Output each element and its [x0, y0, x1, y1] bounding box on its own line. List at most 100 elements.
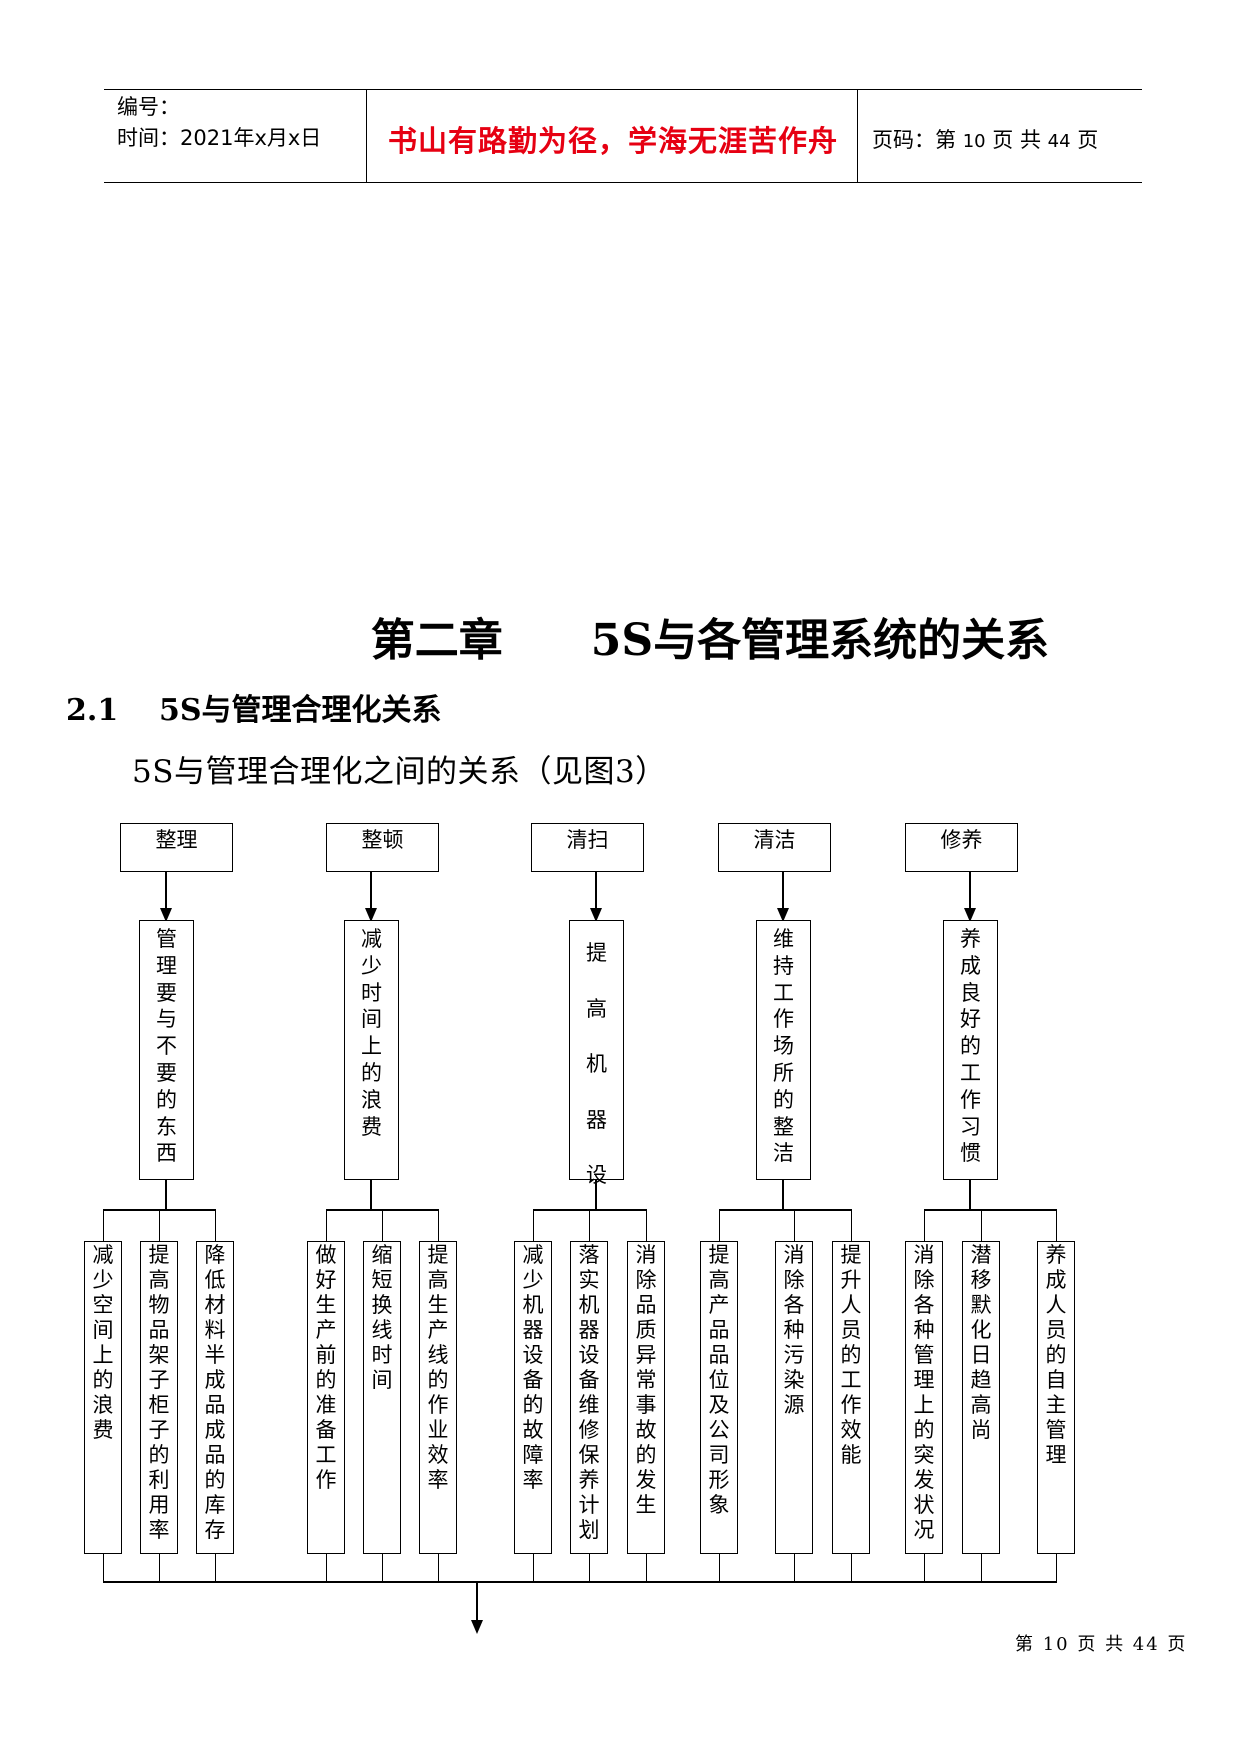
bottom-box-13-char: 突: [913, 1443, 935, 1467]
bottom-box-9-char: 生: [635, 1493, 657, 1517]
arrow-shaft-2: [370, 872, 372, 909]
branch-bus-3: [533, 1209, 647, 1211]
bottom-box-15-char: 员: [1045, 1318, 1067, 1342]
arrow-head-2: [365, 908, 377, 922]
middle-box-5-char: 良: [960, 980, 981, 1005]
middle-box-1-char: 东: [156, 1114, 177, 1139]
bottom-box-5-char: 缩: [371, 1243, 393, 1267]
middle-box-2: 减少时间上的浪费: [344, 920, 399, 1180]
bottom-box-3-char: 低: [204, 1268, 226, 1292]
middle-box-1-char: 理: [156, 953, 177, 978]
mid-connector-1: [165, 1180, 167, 1210]
arrow-shaft-4: [782, 872, 784, 909]
bottom-box-4-char: 生: [315, 1293, 337, 1317]
bottom-box-15-char: 人: [1045, 1293, 1067, 1317]
middle-box-5: 养成良好的工作习惯: [943, 920, 998, 1180]
bottom-box-13: 消除各种管理上的突发状况: [905, 1241, 943, 1554]
bottom-box-7-char: 率: [522, 1468, 544, 1492]
bottom-box-12-char: 升: [840, 1268, 862, 1292]
bottom-box-2-char: 品: [148, 1318, 170, 1342]
bottom-box-8-char: 计: [578, 1493, 600, 1517]
middle-box-5-char: 习: [960, 1114, 981, 1139]
middle-box-5-char: 工: [960, 1060, 981, 1085]
bottom-box-15-char: 主: [1045, 1393, 1067, 1417]
bottom-bus: [103, 1581, 1057, 1583]
bottom-box-4-char: 工: [315, 1443, 337, 1467]
bottom-box-3-char: 成: [204, 1368, 226, 1392]
branch-drop-5-3: [1055, 1209, 1057, 1242]
middle-box-2-char: 少: [361, 953, 382, 978]
bottom-box-3-char: 料: [204, 1318, 226, 1342]
bottom-box-4-char: 做: [315, 1243, 337, 1267]
middle-box-5-char: 作: [960, 1087, 981, 1112]
bottom-box-2-char: 柜: [148, 1393, 170, 1417]
bottom-box-11-char: 污: [783, 1343, 805, 1367]
bottom-box-6-char: 提: [427, 1243, 449, 1267]
bottom-box-9-char: 除: [635, 1268, 657, 1292]
bottom-box-11-char: 消: [783, 1243, 805, 1267]
top-box-3: 清扫: [531, 823, 644, 872]
section-title: 5S与管理合理化关系: [159, 693, 442, 728]
document-number: 编号：: [117, 95, 180, 119]
middle-box-2-char: 浪: [361, 1087, 382, 1112]
bottom-box-8-char: 实: [578, 1268, 600, 1292]
bottom-box-12-char: 员: [840, 1318, 862, 1342]
bottom-box-2-char: 物: [148, 1293, 170, 1317]
bottom-box-1-char: 空: [92, 1293, 114, 1317]
arrow-head-1: [160, 908, 172, 922]
bottom-box-9-char: 质: [635, 1318, 657, 1342]
bottom-box-8-char: 保: [578, 1443, 600, 1467]
bottom-drop-8: [588, 1554, 590, 1582]
bottom-box-14-char: 趋: [970, 1368, 992, 1392]
bottom-drop-14: [980, 1554, 982, 1582]
middle-box-5-char: 成: [960, 953, 981, 978]
bottom-box-9-char: 消: [635, 1243, 657, 1267]
bottom-box-2-char: 提: [148, 1243, 170, 1267]
bottom-box-11-char: 源: [783, 1393, 805, 1417]
bottom-box-3-char: 半: [204, 1343, 226, 1367]
bottom-box-8-char: 机: [578, 1293, 600, 1317]
middle-box-3-char: 机: [586, 1052, 607, 1077]
middle-box-1-char: 要: [156, 980, 177, 1005]
bottom-box-9-char: 发: [635, 1468, 657, 1492]
bottom-box-12-char: 工: [840, 1368, 862, 1392]
branch-drop-4-3: [850, 1209, 852, 1242]
branch-drop-1-2: [158, 1209, 160, 1242]
bottom-drop-2: [158, 1554, 160, 1582]
middle-box-3: 提高机器设: [569, 920, 624, 1187]
mid-connector-5: [969, 1180, 971, 1210]
bottom-drop-4: [325, 1554, 327, 1582]
bottom-box-6-char: 高: [427, 1268, 449, 1292]
middle-box-3-char: 高: [586, 996, 607, 1021]
chapter-label: 第二章: [370, 615, 503, 666]
bottom-box-11: 消除各种污染源: [775, 1241, 813, 1554]
middle-box-4: 维持工作场所的整洁: [756, 920, 811, 1180]
branch-drop-3-3: [645, 1209, 647, 1242]
bottom-box-10-char: 形: [708, 1468, 730, 1492]
bottom-box-12: 提升人员的工作效能: [832, 1241, 870, 1554]
middle-box-4-char: 持: [773, 953, 794, 978]
bottom-box-7-char: 障: [522, 1443, 544, 1467]
middle-box-1-char: 的: [156, 1087, 177, 1112]
bottom-box-5-char: 换: [371, 1293, 393, 1317]
bottom-drop-15: [1055, 1554, 1057, 1582]
bottom-box-3-char: 存: [204, 1518, 226, 1542]
page-mid: 页 共: [992, 128, 1041, 152]
middle-box-1-char: 与: [156, 1007, 177, 1032]
bottom-box-4-char: 作: [315, 1468, 337, 1492]
document-time: 时间：2021年x月x日: [117, 126, 322, 150]
bottom-box-14-char: 移: [970, 1268, 992, 1292]
bottom-box-2-char: 高: [148, 1268, 170, 1292]
bottom-box-8-char: 备: [578, 1368, 600, 1392]
bottom-box-2-char: 的: [148, 1443, 170, 1467]
top-box-2: 整顿: [326, 823, 439, 872]
bottom-box-6-char: 率: [427, 1468, 449, 1492]
branch-drop-3-2: [588, 1209, 590, 1242]
bottom-box-1-char: 间: [92, 1318, 114, 1342]
bottom-box-9-char: 故: [635, 1418, 657, 1442]
bottom-box-6: 提高生产线的作业效率: [419, 1241, 457, 1554]
bottom-box-1-char: 减: [92, 1243, 114, 1267]
header-divider-2: [857, 90, 858, 183]
bottom-box-3-char: 库: [204, 1493, 226, 1517]
